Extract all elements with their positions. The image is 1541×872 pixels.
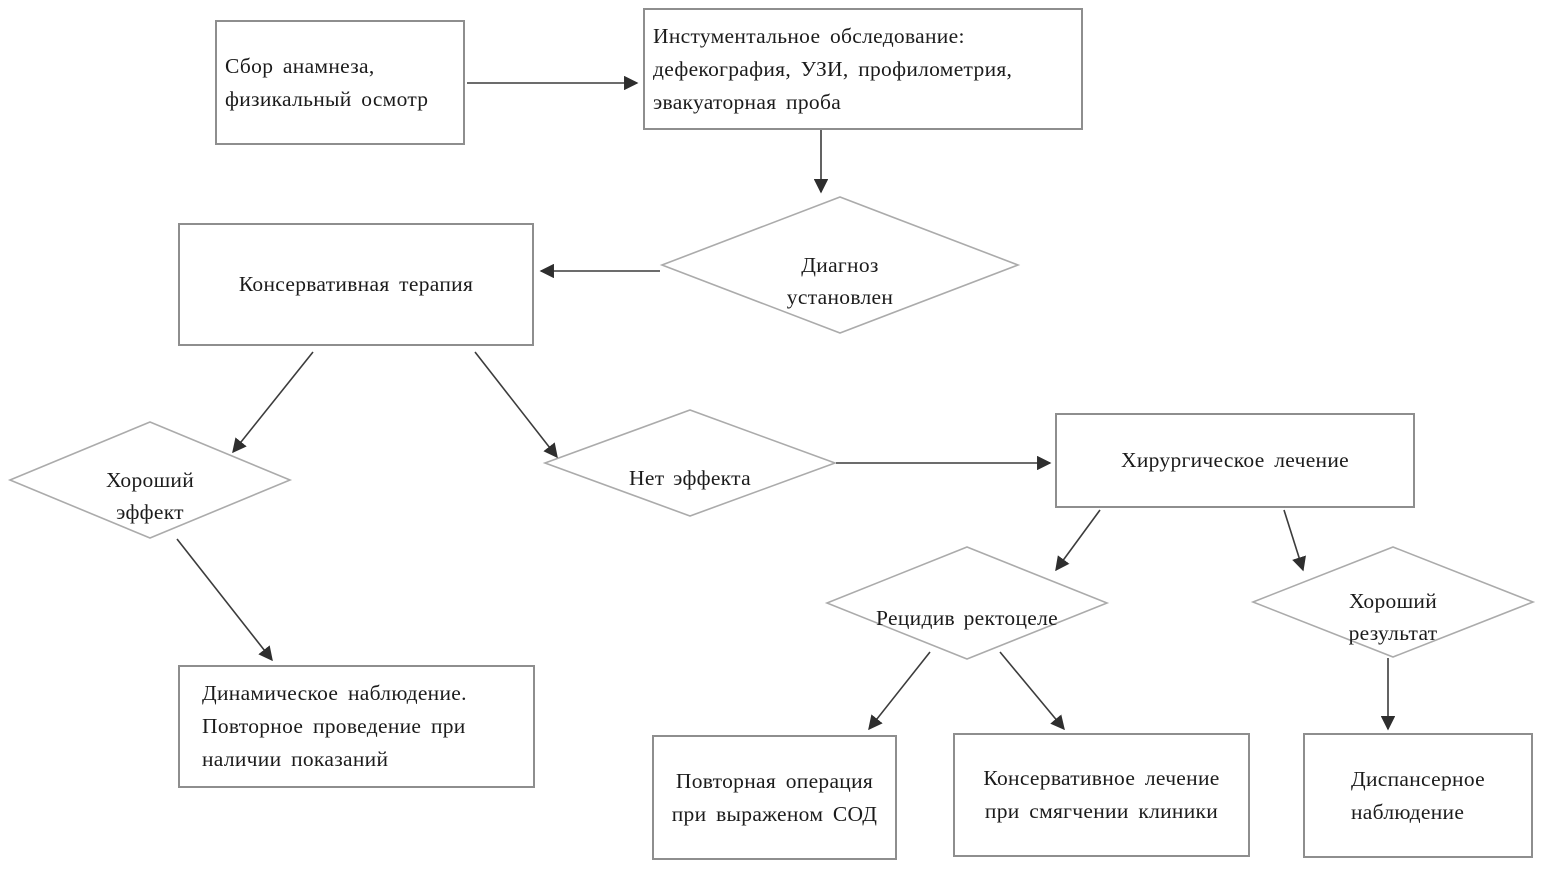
decision-diamond-diagnosis: [659, 196, 1021, 334]
arrow-conservative-to-good-effect: [232, 351, 314, 454]
decision-good-result-label: Хороший результат: [1319, 553, 1467, 649]
arrow-relapse-to-repeat-surgery: [868, 651, 931, 731]
decision-good-result-text: Хороший результат: [1348, 589, 1438, 645]
decision-diamond-good-result: [1250, 546, 1536, 658]
decision-diamond-good-effect: [7, 421, 293, 539]
decision-no-effect-label: Нет эффекта: [629, 430, 751, 494]
arrow-surgical-to-relapse: [1055, 509, 1101, 572]
decision-diagnosis-label: Диагноз установлен: [787, 217, 893, 313]
node-conservative-therapy-label: Консервативная терапия: [238, 272, 474, 296]
arrow-good-effect-to-dynamic: [176, 538, 273, 662]
decision-diamond-no-effect: [542, 409, 838, 517]
decision-no-effect-text: Нет эффекта: [629, 466, 751, 490]
decision-good-effect-label: Хороший эффект: [106, 432, 194, 528]
node-instrumental: Инстументальное обследование: дефекограф…: [643, 8, 1083, 130]
decision-relapse-label: Рецидив ректоцеле: [876, 570, 1058, 634]
node-repeat-surgery: Повторная операция при выраженом СОД: [652, 735, 897, 860]
node-dynamic-observation-label: Динамическое наблюдение. Повторное прове…: [202, 681, 467, 771]
arrow-relapse-to-conservative-mild: [999, 651, 1065, 731]
node-dispensary-observation: Диспансерное наблюдение: [1303, 733, 1533, 858]
node-dispensary-observation-label: Диспансерное наблюдение: [1350, 766, 1486, 824]
arrow-conservative-to-no-effect: [474, 351, 558, 459]
node-anamnesis-label: Сбор анамнеза, физикальный осмотр: [225, 53, 429, 111]
arrow-surgical-to-good-result: [1283, 509, 1306, 572]
node-anamnesis: Сбор анамнеза, физикальный осмотр: [215, 20, 465, 145]
node-dynamic-observation: Динамическое наблюдение. Повторное прове…: [178, 665, 535, 788]
node-conservative-mild-label: Консервативное лечение при смягчении кли…: [983, 766, 1220, 823]
decision-relapse-text: Рецидив ректоцеле: [876, 606, 1058, 630]
node-repeat-surgery-label: Повторная операция при выраженом СОД: [671, 768, 878, 826]
decision-diamond-relapse: [824, 546, 1110, 660]
node-conservative-therapy: Консервативная терапия: [178, 223, 534, 346]
decision-good-effect-text: Хороший эффект: [105, 468, 195, 524]
node-instrumental-label: Инстументальное обследование: дефекограф…: [653, 23, 1013, 114]
node-surgical-treatment-label: Хирургическое лечение: [1121, 448, 1349, 472]
node-conservative-mild: Консервативное лечение при смягчении кли…: [953, 733, 1250, 857]
decision-diagnosis-text: Диагноз установлен: [786, 253, 894, 309]
node-surgical-treatment: Хирургическое лечение: [1055, 413, 1415, 508]
